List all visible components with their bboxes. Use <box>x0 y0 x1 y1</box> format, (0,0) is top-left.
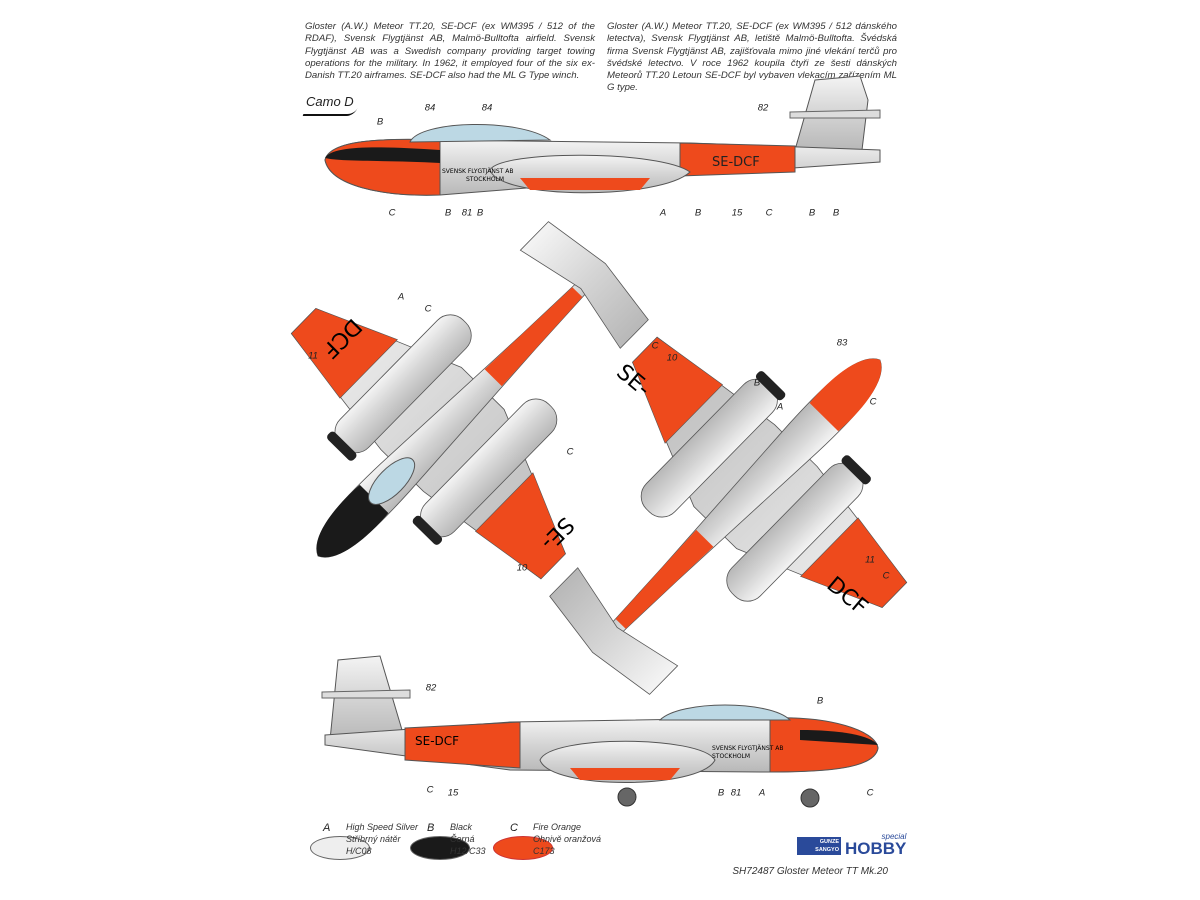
callout: B <box>476 207 484 219</box>
callout: A <box>776 401 784 413</box>
callout: C <box>388 207 396 219</box>
callout: B <box>832 207 840 219</box>
callout: 82 <box>757 102 769 114</box>
callout: B <box>808 207 816 219</box>
color-swatch <box>493 836 553 860</box>
plan-view-upper <box>192 140 731 680</box>
callout: A <box>758 787 766 799</box>
callout: A <box>397 291 405 303</box>
svg-text:STOCKHOLM: STOCKHOLM <box>712 753 750 760</box>
callout: 15 <box>447 787 459 799</box>
callout: 81 <box>461 207 473 219</box>
profile-right-side: SE-DCF SVENSK FLYGTJÄNST AB STOCKHOLM <box>321 655 879 808</box>
description-english: Gloster (A.W.) Meteor TT.20, SE-DCF (ex … <box>305 21 595 82</box>
callout: 83 <box>836 337 848 349</box>
gunze-sangyo-logo: GUNZE SANGYO <box>797 837 841 855</box>
color-swatch <box>410 836 470 860</box>
callout: 84 <box>424 102 436 114</box>
scheme-label: Camo D <box>306 94 354 109</box>
plan-view-lower <box>467 236 1006 776</box>
callout: C <box>424 303 432 315</box>
callout: 11 <box>865 554 875 566</box>
svg-text:SVENSK FLYGTJÄNST AB: SVENSK FLYGTJÄNST AB <box>442 168 513 175</box>
callout: C <box>866 787 874 799</box>
callout: B <box>816 695 824 707</box>
callout: 10 <box>516 562 528 574</box>
callout: 15 <box>731 207 743 219</box>
callout: B <box>444 207 452 219</box>
callout: 84 <box>481 102 493 114</box>
description-czech: Gloster (A.W.) Meteor TT.20, SE-DCF (ex … <box>607 21 897 94</box>
callout: 81 <box>730 787 742 799</box>
callout: 11 <box>308 350 318 362</box>
svg-text:STOCKHOLM: STOCKHOLM <box>466 176 504 183</box>
callout: C <box>426 784 434 796</box>
profile-left-side: SE-DCF SVENSK FLYGTJÄNST AB STOCKHOLM <box>324 75 881 196</box>
footer-product-code: SH72487 Gloster Meteor TT Mk.20 <box>732 866 888 877</box>
registration-top: SE-DCF <box>712 155 760 170</box>
callout: C <box>869 396 877 408</box>
callout: B <box>717 787 725 799</box>
callout: B <box>753 377 761 389</box>
color-swatch <box>310 836 370 860</box>
callout: B <box>376 116 384 128</box>
registration-bottom: SE-DCF <box>415 734 459 748</box>
callout: C <box>566 446 574 458</box>
callout: C <box>651 340 659 352</box>
callout: A <box>659 207 667 219</box>
callout: 10 <box>666 352 678 364</box>
svg-text:SVENSK FLYGTJÄNST AB: SVENSK FLYGTJÄNST AB <box>712 745 783 752</box>
callout: B <box>694 207 702 219</box>
callout: C <box>765 207 773 219</box>
callout: 82 <box>425 682 437 694</box>
callout: C <box>882 570 890 582</box>
